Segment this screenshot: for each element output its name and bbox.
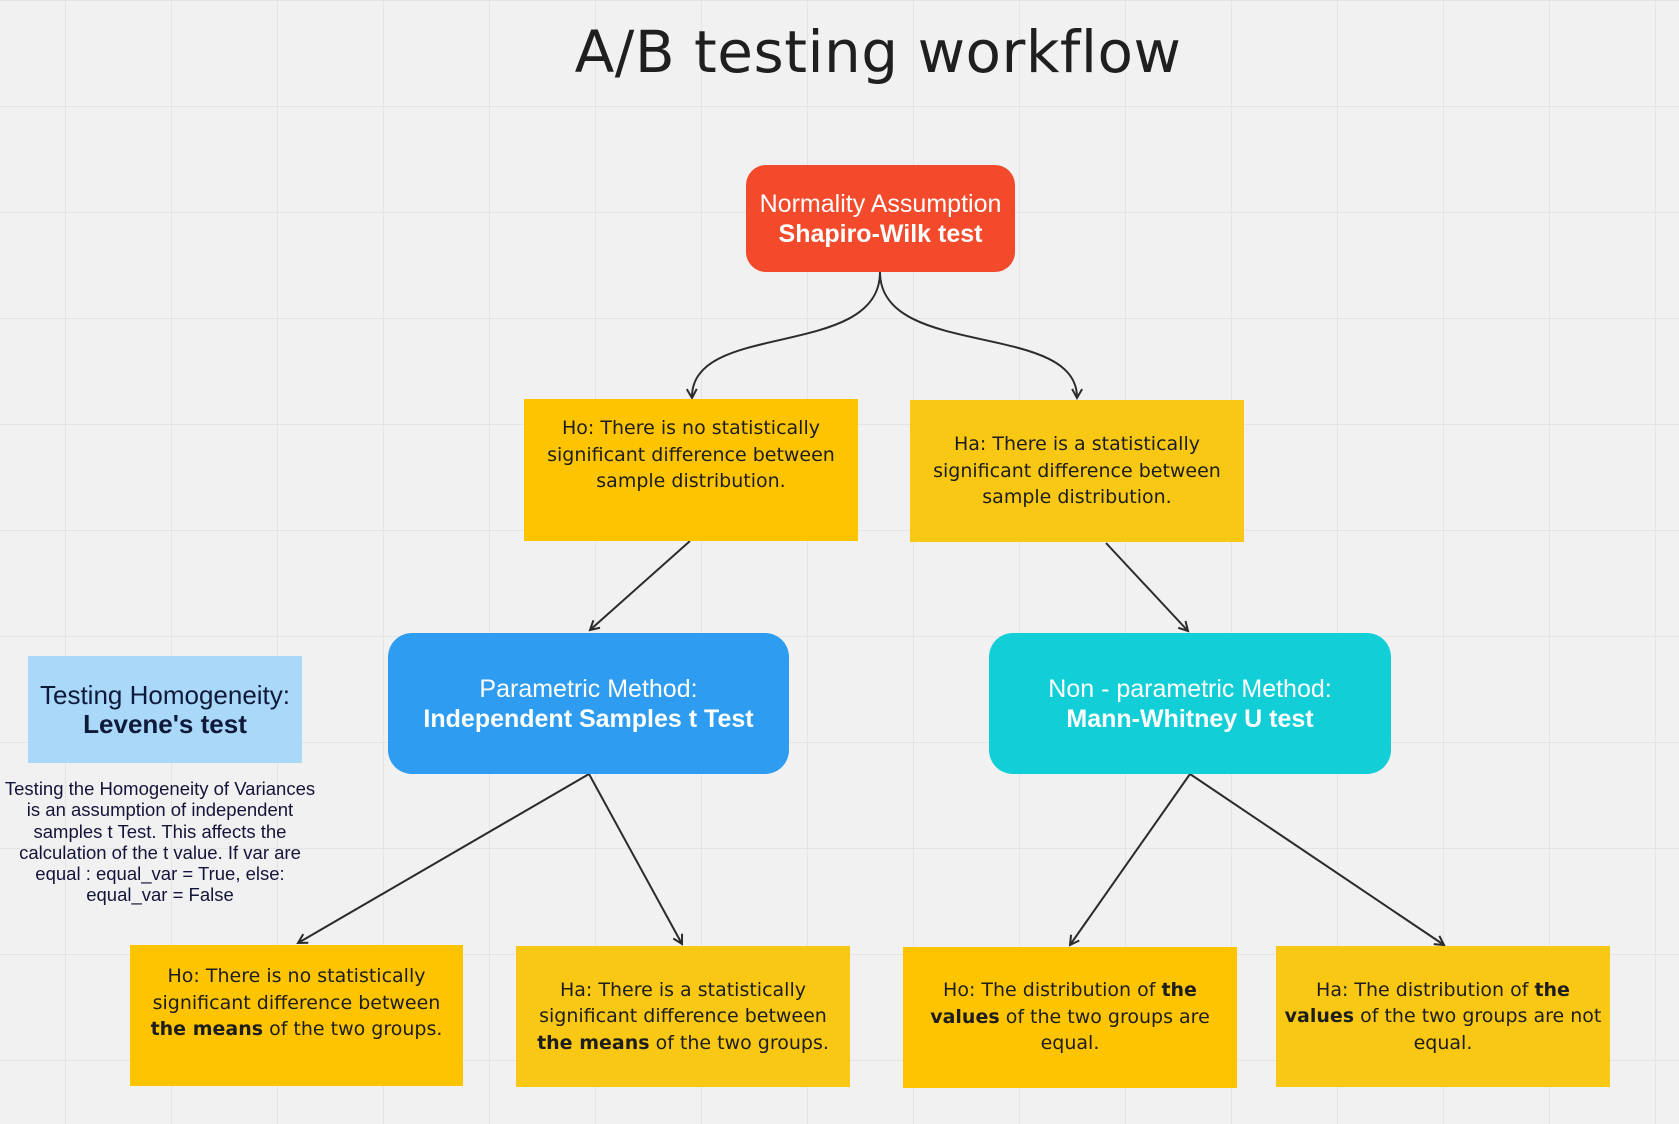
ho-means-note[interactable]: Ho: There is no statistically significan…: [130, 945, 463, 1086]
ha-distribution-text: Ha: There is a statistically significant…: [933, 433, 1221, 509]
connector-ha-to-nonparametric: [1105, 542, 1188, 631]
parametric-node-test-name: Independent Samples t Test: [423, 704, 754, 733]
ho-values-note[interactable]: Ho: The distribution of the values of th…: [903, 947, 1237, 1088]
nonparametric-node-test-name: Mann-Whitney U test: [1066, 704, 1314, 733]
ha-distribution-note[interactable]: Ha: There is a statistically significant…: [910, 400, 1244, 542]
ho-distribution-text: Ho: There is no statistically significan…: [547, 417, 835, 492]
connector-nonparametric-to-ho-values: [1070, 773, 1191, 945]
ha-values-emphasis: the values: [1284, 978, 1570, 1028]
normality-assumption-node[interactable]: Normality Assumption Shapiro-Wilk test: [746, 165, 1015, 272]
ha-means-text: Ha: There is a statistically significant…: [537, 978, 829, 1054]
connector-nonparametric-to-ha-values: [1189, 773, 1444, 945]
connector-parametric-to-ha-means: [588, 773, 682, 944]
homogeneity-test-label[interactable]: Testing Homogeneity: Levene's test: [28, 656, 302, 763]
ha-values-note[interactable]: Ha: The distribution of the values of th…: [1276, 946, 1610, 1087]
parametric-node-label: Parametric Method:: [479, 674, 698, 703]
ha-values-text: Ha: The distribution of the values of th…: [1284, 978, 1602, 1054]
ho-means-text: Ho: There is no statistically significan…: [150, 965, 443, 1040]
connector-parametric-to-ho-means: [298, 773, 590, 943]
ho-values-text: Ho: The distribution of the values of th…: [930, 979, 1210, 1054]
ho-distribution-note[interactable]: Ho: There is no statistically significan…: [524, 399, 858, 541]
nonparametric-node-label: Non - parametric Method:: [1048, 674, 1332, 703]
homogeneity-label-line1: Testing Homogeneity:: [39, 679, 291, 710]
ha-means-emphasis: the means: [537, 1031, 650, 1054]
parametric-method-node[interactable]: Parametric Method: Independent Samples t…: [388, 633, 789, 774]
connector-normality-to-ho: [692, 271, 881, 398]
normality-node-test-name: Shapiro-Wilk test: [778, 219, 983, 248]
connector-normality-to-ha: [879, 271, 1077, 398]
homogeneity-label-test-name: Levene's test: [83, 708, 247, 739]
ha-means-note[interactable]: Ha: There is a statistically significant…: [516, 946, 850, 1087]
diagram-title: A/B testing workflow: [574, 18, 1182, 86]
normality-node-label: Normality Assumption: [759, 189, 1002, 218]
ho-means-emphasis: the means: [150, 1018, 264, 1040]
connector-ho-to-parametric: [590, 540, 691, 630]
nonparametric-method-node[interactable]: Non - parametric Method: Mann-Whitney U …: [989, 633, 1391, 774]
homogeneity-description: Testing the Homogeneity of Variances is …: [4, 778, 316, 906]
ho-values-emphasis: the values: [930, 979, 1197, 1028]
